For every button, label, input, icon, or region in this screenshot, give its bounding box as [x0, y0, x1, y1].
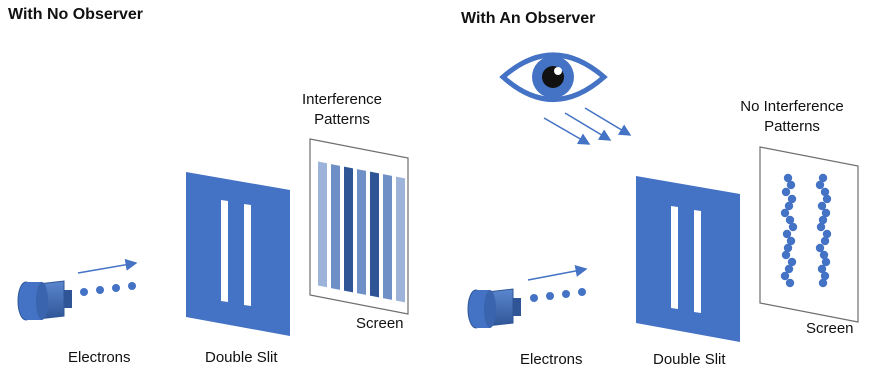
particle-dot — [782, 229, 792, 239]
particle-dot — [818, 215, 828, 225]
particle-dot — [781, 250, 791, 260]
particle-dot — [815, 243, 825, 253]
pattern-label-line1: No Interference — [740, 98, 844, 115]
arrow-icon — [584, 107, 632, 136]
particle-dot — [820, 236, 830, 246]
particle-dot — [786, 236, 796, 246]
particle-dot — [785, 278, 795, 288]
particle-dot — [822, 194, 832, 204]
particle-dot — [781, 187, 791, 197]
screen-label: Screen — [356, 315, 404, 332]
electron-dot — [80, 288, 88, 296]
electron-dot — [562, 290, 570, 298]
interference-band — [383, 174, 392, 300]
pattern-label-line2: Patterns — [314, 111, 370, 128]
double-slit-barrier — [636, 176, 740, 342]
interference-band — [331, 164, 340, 290]
particle-dot — [817, 201, 827, 211]
interference-band — [357, 169, 366, 295]
particle-dot — [786, 180, 796, 190]
arrow-icon — [564, 112, 612, 141]
particle-dot — [784, 201, 794, 211]
particle-dot — [785, 215, 795, 225]
interference-band — [396, 176, 405, 303]
electron-dot — [128, 282, 136, 290]
particle-dot — [784, 264, 794, 274]
left-panel-title: With No Observer — [8, 6, 143, 23]
arrow-icon — [77, 258, 138, 274]
electrons-label: Electrons — [520, 351, 583, 368]
arrow-icon — [543, 117, 591, 145]
electron-dot — [530, 294, 538, 302]
electron-dots — [530, 288, 586, 302]
particle-dot — [819, 250, 829, 260]
particle-dot — [818, 278, 828, 288]
electron-dot — [546, 292, 554, 300]
particle-dot — [780, 271, 790, 281]
camera-icon — [17, 280, 72, 321]
interference-band — [370, 171, 379, 298]
double-slit-label: Double Slit — [205, 349, 278, 366]
electron-dots — [80, 282, 136, 296]
interference-screen — [309, 138, 409, 315]
double-slit-label: Double Slit — [653, 351, 726, 368]
particle-clusters — [780, 173, 832, 288]
interference-band — [318, 161, 327, 288]
pattern-label-line2: Patterns — [764, 118, 820, 135]
screen-label: Screen — [806, 320, 854, 337]
particle-dot — [780, 208, 790, 218]
particle-dot — [783, 173, 793, 183]
right-panel-title: With An Observer — [461, 10, 596, 27]
no-interference-screen — [759, 146, 859, 323]
pattern-label-line1: Interference — [301, 91, 383, 108]
electron-dot — [578, 288, 586, 296]
observer-arrows — [543, 107, 632, 145]
particle-dot — [817, 264, 827, 274]
eye-icon — [499, 52, 608, 102]
electrons-label: Electrons — [68, 349, 131, 366]
particle-dot — [787, 257, 797, 267]
electron-dot — [96, 286, 104, 294]
left-panel — [17, 138, 409, 336]
particle-dot — [820, 271, 830, 281]
particle-dot — [816, 222, 826, 232]
right-panel — [467, 52, 859, 342]
electron-dot — [112, 284, 120, 292]
particle-dot — [822, 229, 832, 239]
particle-dot — [818, 173, 828, 183]
arrow-icon — [527, 265, 588, 281]
interference-band — [344, 166, 353, 293]
double-slit-barrier — [186, 172, 290, 336]
particle-dot — [783, 243, 793, 253]
particle-dot — [821, 208, 831, 218]
particle-dot — [820, 187, 830, 197]
particle-dot — [821, 257, 831, 267]
particle-dot — [815, 180, 825, 190]
particle-dot — [787, 194, 797, 204]
camera-icon — [467, 288, 521, 329]
interference-bands — [318, 161, 405, 303]
particle-dot — [788, 222, 798, 232]
